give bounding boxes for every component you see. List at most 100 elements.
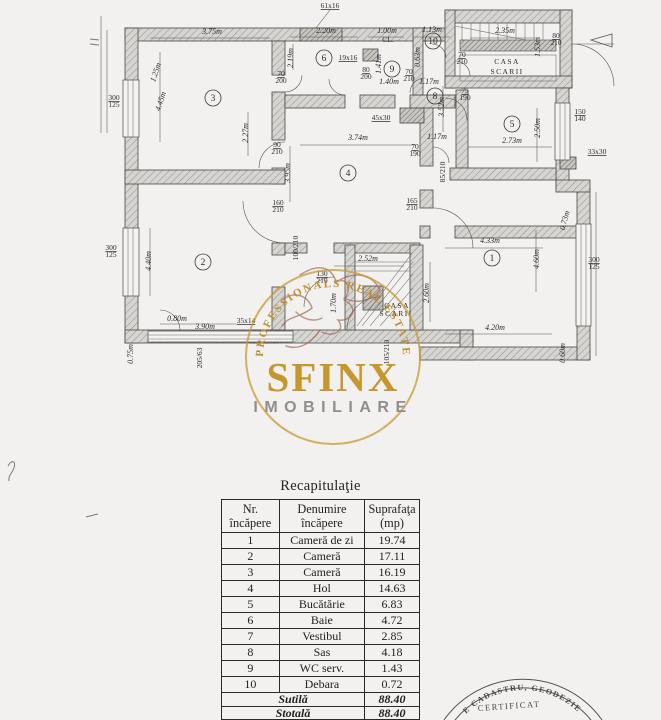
room-number-circle <box>503 115 521 133</box>
room-number-circle <box>204 89 222 107</box>
cell-nr: 5 <box>221 596 280 613</box>
cell-suprafata: 6.83 <box>364 596 420 613</box>
plan-label: 2.19m <box>286 48 295 68</box>
room-number-circle <box>339 164 357 182</box>
stair-labels: CASA SCARII CASA SCARII <box>380 57 523 318</box>
cell-denumire: WC serv. <box>278 660 366 677</box>
room-number: 9 <box>390 65 395 75</box>
total-label: Sutilă <box>220 692 366 707</box>
plan-label: 35x14 <box>237 316 256 325</box>
plan-label: 0.60m <box>558 343 567 363</box>
stamp-certificat: CERTIFICAT <box>477 699 540 713</box>
cell-denumire: Bucătărie <box>278 596 366 613</box>
plan-label: 0.63m <box>413 47 422 67</box>
plan-label: 2.27m <box>241 123 250 143</box>
total-row-totala: Stotală 88.40 <box>220 705 420 720</box>
casa-scarii-lower-1: CASA <box>384 301 410 310</box>
plan-label: CL. <box>382 35 394 44</box>
cell-suprafata: 1.43 <box>364 660 420 677</box>
cell-denumire: Baie <box>278 612 366 629</box>
plan-label: 61x16 <box>321 1 340 10</box>
room-number-circle <box>315 49 333 67</box>
walls <box>124 9 591 361</box>
room-number: 8 <box>433 92 438 102</box>
cell-suprafata: 0.72 <box>364 676 420 693</box>
cell-nr: 1 <box>221 532 280 549</box>
logo-subtitle: IMOBILIARE <box>253 399 412 416</box>
plan-label: 205/63 <box>195 347 204 368</box>
logo-name: SFINX <box>266 354 399 400</box>
plan-label: 105/210 <box>382 339 391 364</box>
cell-nr: 4 <box>221 580 280 597</box>
cell-nr: 2 <box>221 548 280 565</box>
plan-label: 3.90m <box>194 322 215 331</box>
col-header-nr: Nr.încăpere <box>221 499 280 533</box>
plan-label: 2.50m <box>533 118 542 138</box>
plan-label: 0.80m <box>167 314 187 323</box>
room-number-circle <box>483 249 501 267</box>
cell-denumire: Cameră de zi <box>278 532 366 549</box>
cell-suprafata: 14.63 <box>364 580 420 597</box>
cell-nr: 3 <box>221 564 280 581</box>
room-number-circle <box>194 253 212 271</box>
plan-label: 3.52m <box>437 97 446 118</box>
windows <box>122 79 592 343</box>
plan-label: 85/210 <box>438 161 447 182</box>
plan-label: 1.00m <box>377 26 397 35</box>
plan-label: 3.74m <box>347 133 368 142</box>
cell-nr: 6 <box>221 612 280 629</box>
table-title: Recapitulaţie <box>280 478 361 494</box>
cell-suprafata: 16.19 <box>364 564 420 581</box>
room-number: 5 <box>510 120 515 130</box>
cell-suprafata: 4.18 <box>364 644 420 661</box>
col-header-suprafata: Suprafaţa(mp) <box>364 499 420 533</box>
room-number: 10 <box>428 37 438 47</box>
total-value: 88.40 <box>364 692 420 707</box>
plan-label: 45x30 <box>372 113 391 122</box>
cell-denumire: Cameră <box>278 564 366 581</box>
doors <box>159 33 615 331</box>
total-row-utila: Sutilă 88.40 <box>220 692 420 707</box>
plan-label: 33x30 <box>588 147 607 156</box>
plan-label: 2.73m <box>502 136 522 145</box>
plan-label: 3.95m <box>283 163 292 184</box>
plan-label: 1.13m <box>422 25 442 34</box>
room-number: 1 <box>490 254 495 264</box>
plan-label: 1.70m <box>329 293 338 313</box>
casa-scarii-lower-2: SCARII <box>380 309 413 318</box>
staircase-upper <box>454 23 557 82</box>
cell-denumire: Vestibul <box>278 628 366 645</box>
cell-nr: 9 <box>221 660 280 677</box>
plan-label: 2.52m <box>358 254 378 263</box>
casa-scarii-upper-1: CASA <box>494 57 520 66</box>
plan-label: 19x16 <box>339 53 358 62</box>
plan-label: 1.53m <box>533 37 542 57</box>
plan-label: 1.17m <box>419 77 439 86</box>
plan-label: 4.45m <box>153 90 168 112</box>
room-number: 2 <box>201 258 206 268</box>
